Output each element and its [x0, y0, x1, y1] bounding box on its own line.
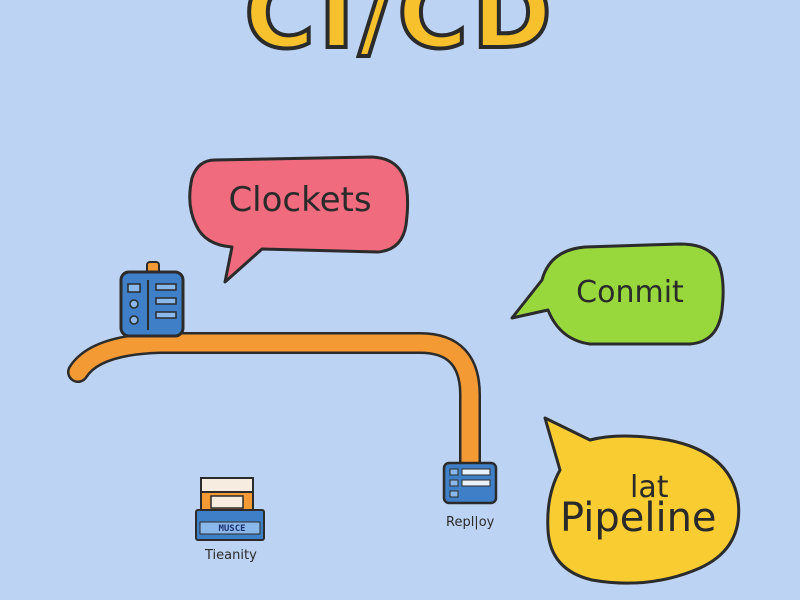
replloy-caption: Repl|oy [446, 515, 495, 530]
pipe-path [67, 332, 481, 481]
pipeline-top-label: lat [630, 470, 669, 505]
package-icon [195, 477, 265, 541]
bubble-pipeline [543, 416, 741, 585]
bubble-clockets [188, 155, 410, 284]
server-icon [119, 261, 185, 338]
commit-label: Conmit [576, 275, 684, 310]
package-box-label: MUSCE [218, 524, 246, 534]
tieanity-caption: Tieanity [205, 548, 257, 563]
clockets-label: Clockets [228, 180, 372, 220]
pipeline-label: Pipeline [560, 495, 717, 541]
bubble-commit [510, 242, 725, 346]
page-title: CI/CD [242, 0, 556, 72]
deploy-server-icon [442, 461, 498, 505]
